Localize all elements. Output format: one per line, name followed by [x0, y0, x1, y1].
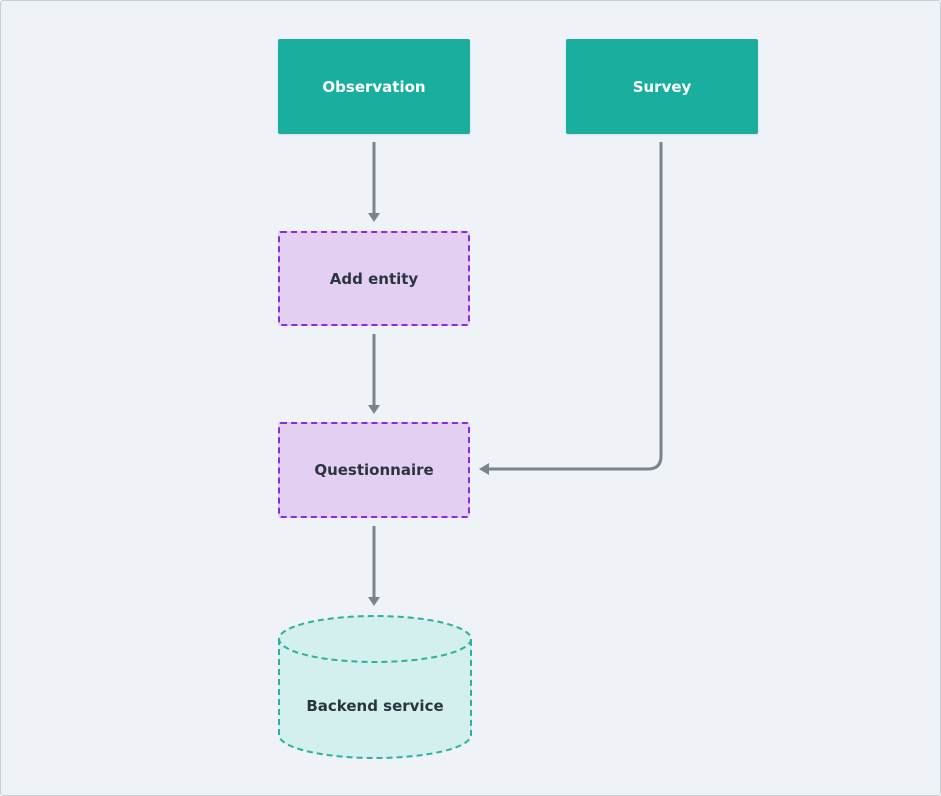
node-backend-service-cylinder[interactable] [277, 613, 473, 761]
cylinder-body [278, 639, 472, 759]
arrowhead-questionnaire-right [479, 463, 489, 475]
node-survey[interactable]: Survey [566, 39, 758, 134]
node-observation[interactable]: Observation [278, 39, 470, 134]
node-observation-label: Observation [322, 77, 426, 96]
node-questionnaire-label: Questionnaire [314, 461, 434, 479]
arrowhead-questionnaire-top [368, 405, 380, 414]
arrowhead-add-entity [368, 213, 380, 222]
node-survey-label: Survey [632, 77, 692, 96]
arrowhead-backend [368, 597, 380, 606]
cylinder-top [278, 615, 472, 663]
node-add-entity[interactable]: Add entity [278, 231, 470, 326]
node-backend-service-label: Backend service [306, 697, 444, 715]
edge-survey-to-questionnaire [489, 142, 663, 471]
node-add-entity-label: Add entity [329, 269, 419, 288]
node-questionnaire[interactable]: Questionnaire [278, 422, 470, 518]
